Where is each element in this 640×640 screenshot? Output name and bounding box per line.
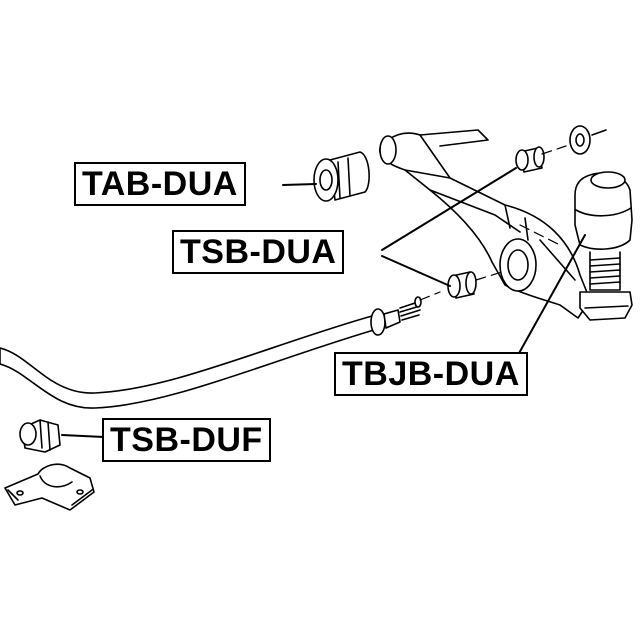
stabilizer-bushing-part — [19, 419, 61, 453]
leader-lines — [61, 167, 586, 438]
label-tab-dua: TAB-DUA — [74, 162, 246, 206]
control-arm — [379, 129, 591, 319]
arm-bushing-part — [313, 151, 370, 202]
washer-upper — [569, 125, 607, 155]
stabilizer-link-bushing-upper — [515, 146, 545, 173]
leader-tbjb-dua — [517, 234, 586, 356]
stabilizer-bar — [0, 296, 422, 409]
stabilizer-bracket-part — [4, 463, 95, 511]
stabilizer-link-bushing-lower — [447, 271, 477, 299]
ball-joint — [574, 171, 633, 321]
leader-tsb-duf — [61, 434, 105, 438]
label-tbjb-dua: TBJB-DUA — [334, 352, 528, 396]
alignment-lines — [419, 145, 567, 301]
leader-tsb-dua-upper — [381, 167, 517, 251]
label-tsb-duf: TSB-DUF — [102, 418, 271, 462]
label-tsb-dua: TSB-DUA — [172, 230, 345, 274]
leader-tsb-dua-lower — [381, 255, 451, 287]
leader-tab-dua — [282, 183, 317, 186]
